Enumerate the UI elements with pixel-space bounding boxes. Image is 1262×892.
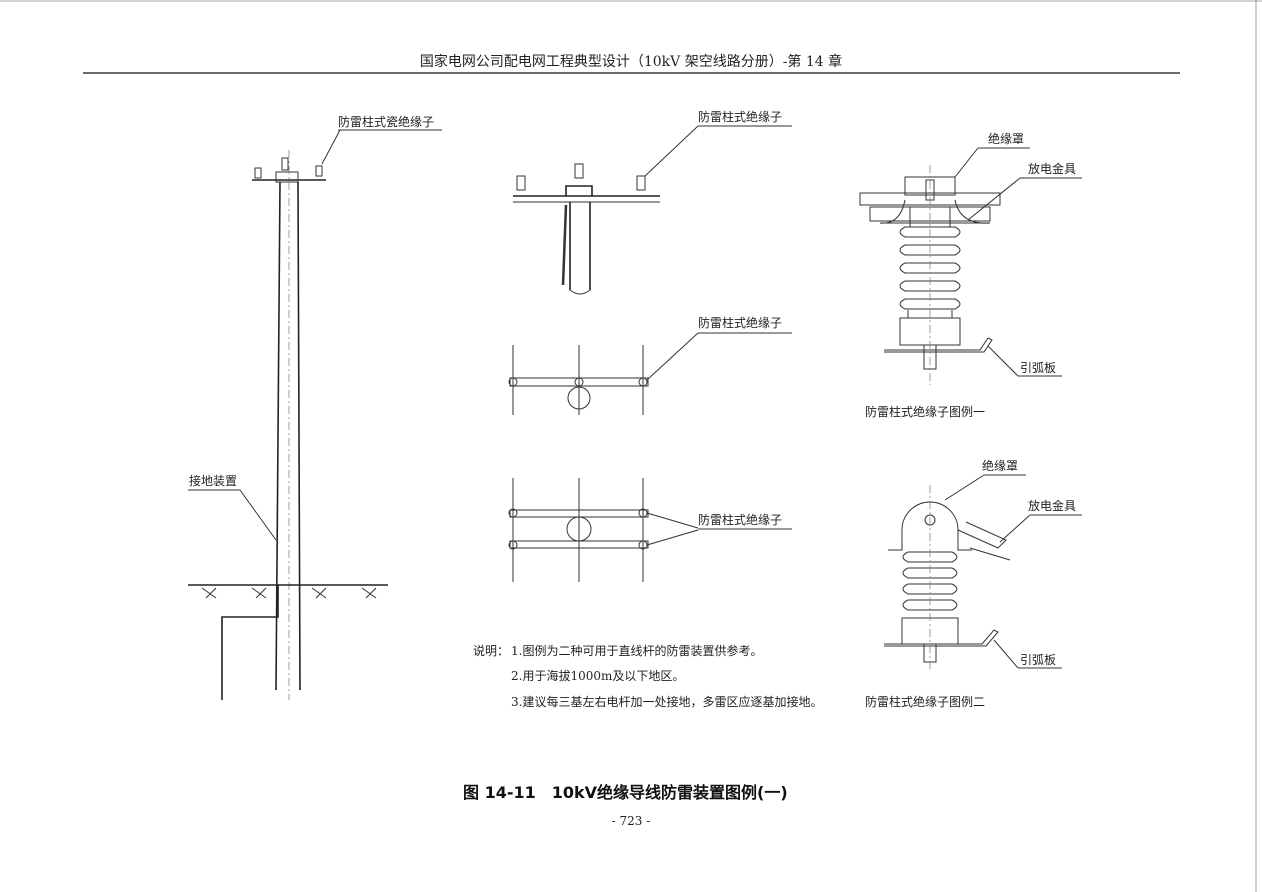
insulator-detail-1 (859, 147, 1082, 385)
detail1-title: 防雷柱式绝缘子图例一 (865, 404, 985, 419)
label-view3-insulator: 防雷柱式绝缘子 (698, 512, 782, 527)
label-view1-insulator: 防雷柱式绝缘子 (698, 109, 782, 124)
crossarm-top-view-double (508, 478, 792, 582)
detail1-arc-label: 引弧板 (1020, 361, 1056, 375)
detail1-cap-label: 绝缘罩 (988, 131, 1024, 146)
notes-prefix: 说明： (473, 643, 509, 658)
detail2-cap-label: 绝缘罩 (982, 458, 1018, 473)
detail2-discharge-label: 放电金具 (1028, 498, 1076, 513)
label-view2-insulator: 防雷柱式绝缘子 (698, 315, 782, 330)
detail1-discharge-label: 放电金具 (1028, 161, 1076, 176)
crossarm-front-view (513, 125, 792, 295)
insulator-detail-2 (884, 474, 1082, 672)
figure-caption: 图 14-11 10kV绝缘导线防雷装置图例(一) (463, 783, 788, 802)
note-1: 1.图例为二种可用于直线杆的防雷装置供参考。 (511, 643, 762, 658)
pole-elevation (188, 129, 442, 700)
label-top-insulator: 防雷柱式瓷绝缘子 (338, 114, 434, 129)
page-number: - 723 - (612, 814, 651, 828)
note-2: 2.用于海拔1000m及以下地区。 (511, 668, 684, 683)
label-grounding: 接地装置 (189, 473, 237, 488)
detail2-arc-label: 引弧板 (1020, 653, 1056, 667)
detail2-title: 防雷柱式绝缘子图例二 (865, 694, 985, 709)
note-3: 3.建议每三基左右电杆加一处接地，多雷区应逐基加接地。 (511, 694, 822, 709)
header-title: 国家电网公司配电网工程典型设计（10kV 架空线路分册）-第 14 章 (420, 53, 842, 70)
crossarm-top-view-single (508, 332, 792, 415)
